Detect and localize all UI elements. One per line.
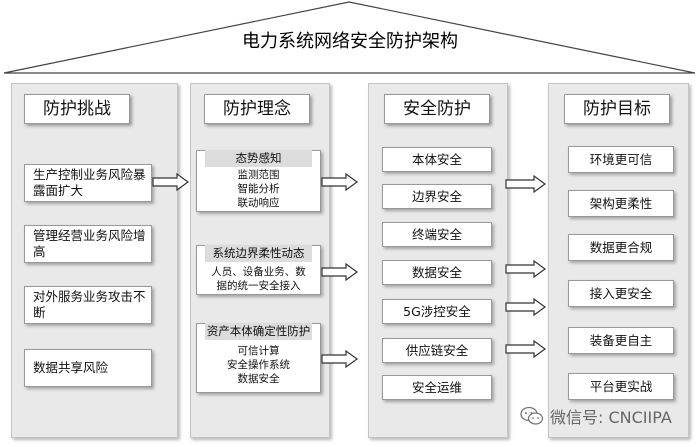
wechat-icon: [520, 406, 544, 425]
column-goals-heading: 防护目标: [564, 94, 670, 124]
goal-item: 数据更合规: [568, 234, 674, 261]
concept-line: 安全操作系统: [227, 359, 290, 371]
flow-arrow: [321, 173, 359, 191]
flow-arrow: [321, 350, 359, 368]
flow-arrow: [505, 340, 547, 358]
concept-group: 态势感知 监测范围 智能分析 联动响应: [196, 150, 321, 212]
watermark-text: 微信号: CNCIIPA: [550, 408, 672, 427]
protection-item: 数据安全: [382, 260, 492, 285]
goal-item: 架构更柔性: [568, 190, 674, 217]
concept-line: 人员、设备业务、数: [211, 266, 306, 278]
goal-item: 平台更实战: [568, 373, 674, 400]
concept-line: 据的统一安全接入: [216, 280, 301, 292]
concept-group: 资产本体确定性防护 可信计算 安全操作系统 数据安全: [196, 323, 321, 393]
protection-item: 终端安全: [382, 222, 492, 247]
concept-group: 系统边界柔性动态 人员、设备业务、数 据的统一安全接入: [196, 245, 321, 295]
column-challenges-heading: 防护挑战: [24, 94, 130, 124]
concept-group-title: 态势感知: [205, 150, 312, 167]
concept-group-title: 资产本体确定性防护: [205, 323, 312, 340]
protection-item: 供应链安全: [382, 338, 492, 363]
challenge-item: 对外服务业务攻击不断: [24, 286, 152, 324]
challenge-item: 生产控制业务风险暴露面扩大: [24, 164, 152, 202]
flow-arrow: [321, 263, 359, 281]
challenge-item: 数据共享风险: [24, 349, 152, 387]
flow-arrow: [505, 175, 547, 193]
protection-item: 本体安全: [382, 147, 492, 172]
roof-outline: [3, 1, 696, 74]
concept-line: 智能分析: [237, 183, 280, 195]
concept-line: 数据安全: [237, 373, 280, 385]
watermark: 微信号: CNCIIPA: [520, 404, 695, 428]
goal-item: 环境更可信: [568, 146, 674, 173]
goal-item: 装备更自主: [568, 327, 674, 354]
concept-line: 联动响应: [237, 197, 280, 209]
concept-group-title: 系统边界柔性动态: [205, 245, 312, 262]
protection-item: 边界安全: [382, 184, 492, 209]
diagram-title: 电力系统网络安全防护架构: [242, 31, 458, 52]
column-concepts-heading: 防护理念: [204, 94, 310, 124]
concept-line: 监测范围: [237, 169, 280, 181]
column-protection-heading: 安全防护: [384, 94, 490, 124]
protection-item: 安全运维: [382, 375, 492, 400]
flow-arrow: [505, 260, 547, 278]
concept-line: 可信计算: [237, 345, 280, 357]
goal-item: 接入更安全: [568, 280, 674, 307]
flow-arrow: [152, 173, 190, 191]
flow-arrow: [505, 298, 547, 316]
challenge-item: 管理经营业务风险增高: [24, 225, 152, 263]
protection-item: 5G涉控安全: [382, 299, 492, 324]
